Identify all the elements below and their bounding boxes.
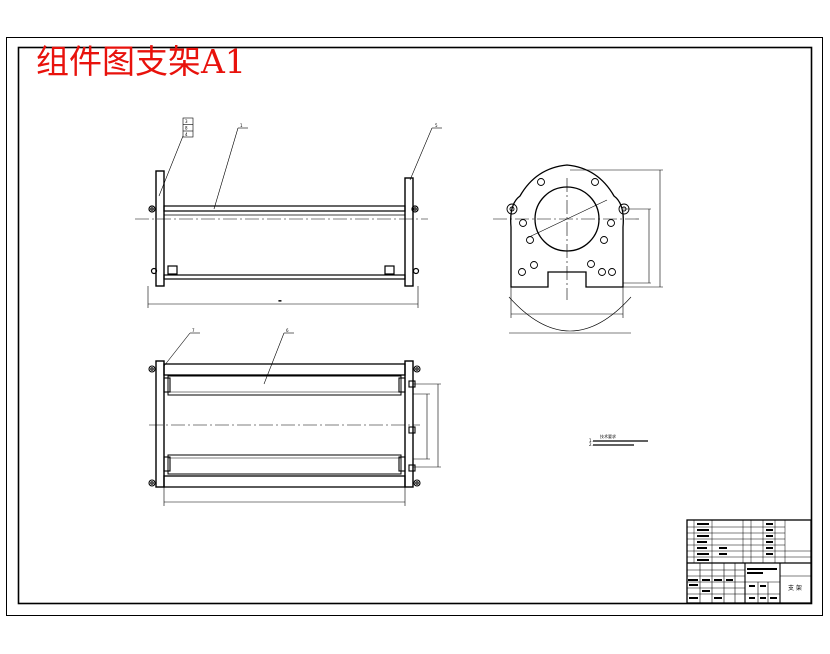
plan-dimensions	[163, 383, 441, 506]
drawing-name: 支 架	[788, 584, 802, 592]
side-view	[493, 164, 663, 334]
title-block-frame	[686, 519, 812, 604]
balloon-4: 4	[185, 132, 188, 137]
plan-right-plate	[404, 360, 414, 488]
tech-req-line-2: 2.	[589, 442, 593, 447]
tech-req-heading: 技术要求	[600, 433, 616, 439]
parts-list-grid	[687, 520, 811, 564]
leader-plan-left	[163, 332, 191, 367]
plan-nuts	[148, 365, 421, 487]
leader-left	[158, 135, 184, 197]
title-block-lower-grid	[687, 562, 811, 603]
plan-view	[148, 332, 441, 506]
drawing-title: 组件图支架A1	[36, 42, 246, 81]
leader-plan-top	[263, 332, 285, 385]
plan-upper-roller	[167, 375, 402, 396]
outer-border	[6, 37, 823, 616]
top-rod	[163, 205, 406, 212]
title-block-text-marks	[688, 523, 777, 599]
balloon-6: 6	[286, 328, 289, 333]
balloon-5: 5	[435, 123, 438, 128]
inner-frame	[17, 46, 813, 605]
title-block	[686, 519, 812, 604]
bottom-rod	[163, 274, 406, 280]
front-view: ▬	[135, 117, 442, 308]
svg-text:▬: ▬	[278, 298, 282, 303]
balloon-7: 7	[192, 328, 195, 333]
technical-requirements: 技术要求 1. 2.	[589, 433, 648, 447]
left-end-plate	[155, 170, 165, 287]
balloon-3: 3	[185, 119, 188, 124]
plan-lower-roller	[167, 454, 402, 475]
balloon-8: 8	[185, 126, 188, 131]
front-nuts	[148, 205, 420, 275]
tech-req-line-1: 1.	[589, 438, 593, 443]
bracket-outline	[510, 164, 624, 288]
bracket-holes	[506, 178, 630, 276]
balloon-1: 1	[240, 123, 243, 128]
leader-top	[213, 127, 239, 210]
right-end-plate	[404, 177, 414, 287]
plan-left-plate	[155, 360, 165, 488]
plan-bottom-rail	[163, 475, 406, 488]
plan-top-rail	[163, 363, 406, 376]
leader-right	[409, 127, 433, 181]
side-dimensions	[508, 169, 663, 334]
